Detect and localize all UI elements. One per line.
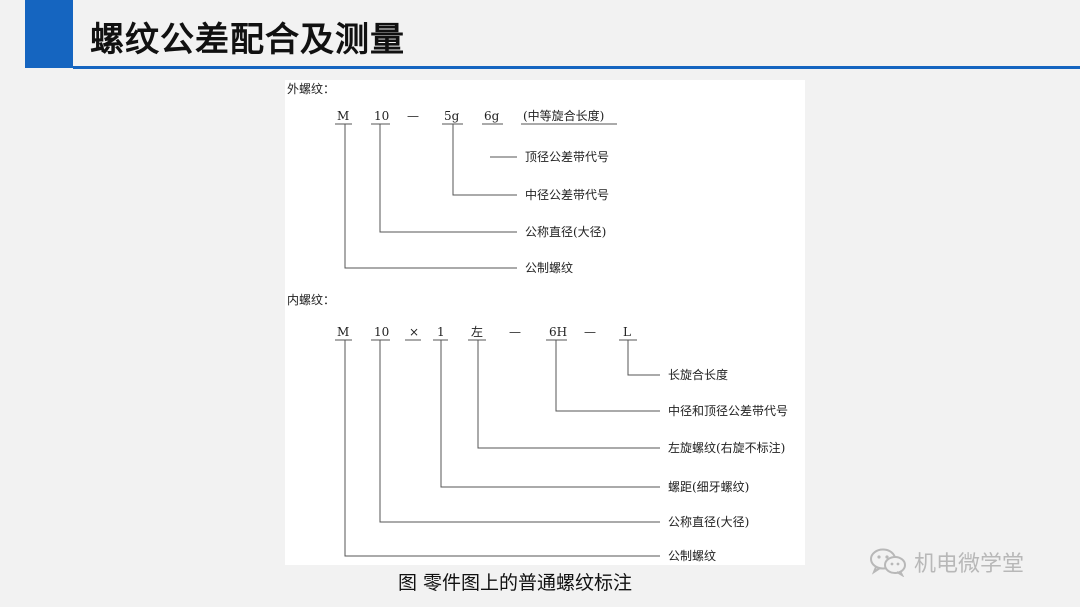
int-code-times: × [409, 325, 419, 339]
int-leader-diameter [379, 340, 660, 523]
ext-code-crest-tol: 6g [484, 109, 500, 123]
int-code-length: L [623, 325, 631, 339]
page-title: 螺纹公差配合及测量 [90, 20, 405, 60]
ext-code-m: M [337, 109, 349, 123]
ext-callout-metric: 公制螺纹 [525, 261, 573, 275]
int-callout-left-hand: 左旋螺纹(右旋不标注) [668, 440, 785, 455]
wechat-icon [870, 548, 906, 577]
int-callout-pitch: 螺距(细牙螺纹) [668, 480, 749, 494]
ext-callout-diameter: 公称直径(大径) [525, 225, 606, 239]
header-accent-bar [25, 0, 73, 68]
int-code-left-hand: 左 [471, 324, 483, 339]
thread-notation-figure: 外螺纹： M 10 — 5g 6g (中等旋合长度) 顶径公差带代号 中径公差带… [285, 80, 805, 565]
int-code-dash-1: — [509, 325, 521, 339]
ext-code-diameter: 10 [374, 109, 389, 123]
internal-thread-label: 内螺纹： [287, 293, 335, 307]
ext-callout-crest-tol: 顶径公差带代号 [525, 150, 609, 164]
int-code-m: M [337, 325, 349, 339]
ext-code-dash: — [407, 109, 419, 123]
thread-diagram: 外螺纹： M 10 — 5g 6g (中等旋合长度) 顶径公差带代号 中径公差带… [287, 82, 788, 563]
ext-code-pitch-tol: 5g [444, 109, 460, 123]
int-leader-left-hand [477, 340, 660, 449]
int-leader-length [627, 340, 660, 376]
int-code-tolerance: 6H [549, 325, 567, 339]
int-code-dash-2: — [584, 325, 596, 339]
ext-leader-diameter [379, 124, 517, 233]
int-callout-length: 长旋合长度 [668, 367, 728, 382]
external-thread-label: 外螺纹： [287, 82, 335, 96]
int-callout-diameter: 公称直径(大径) [668, 515, 749, 529]
ext-leader-metric [344, 124, 517, 269]
ext-callout-pitch-tol: 中径公差带代号 [525, 187, 609, 202]
int-leader-pitch [440, 340, 660, 488]
int-callout-tolerance: 中径和顶径公差带代号 [668, 403, 788, 418]
header-underline [73, 66, 1080, 69]
ext-leader-pitch-tol [452, 124, 517, 196]
watermark-text: 机电微学堂 [914, 552, 1025, 577]
int-callout-metric: 公制螺纹 [668, 549, 716, 563]
int-code-pitch: 1 [437, 325, 445, 339]
int-leader-tolerance [555, 340, 660, 412]
ext-code-length: (中等旋合长度) [523, 108, 604, 123]
watermark: 机电微学堂 [868, 546, 1024, 578]
int-code-diameter: 10 [374, 325, 389, 339]
figure-caption: 图 零件图上的普通螺纹标注 [398, 572, 633, 594]
int-leader-metric [344, 340, 660, 557]
